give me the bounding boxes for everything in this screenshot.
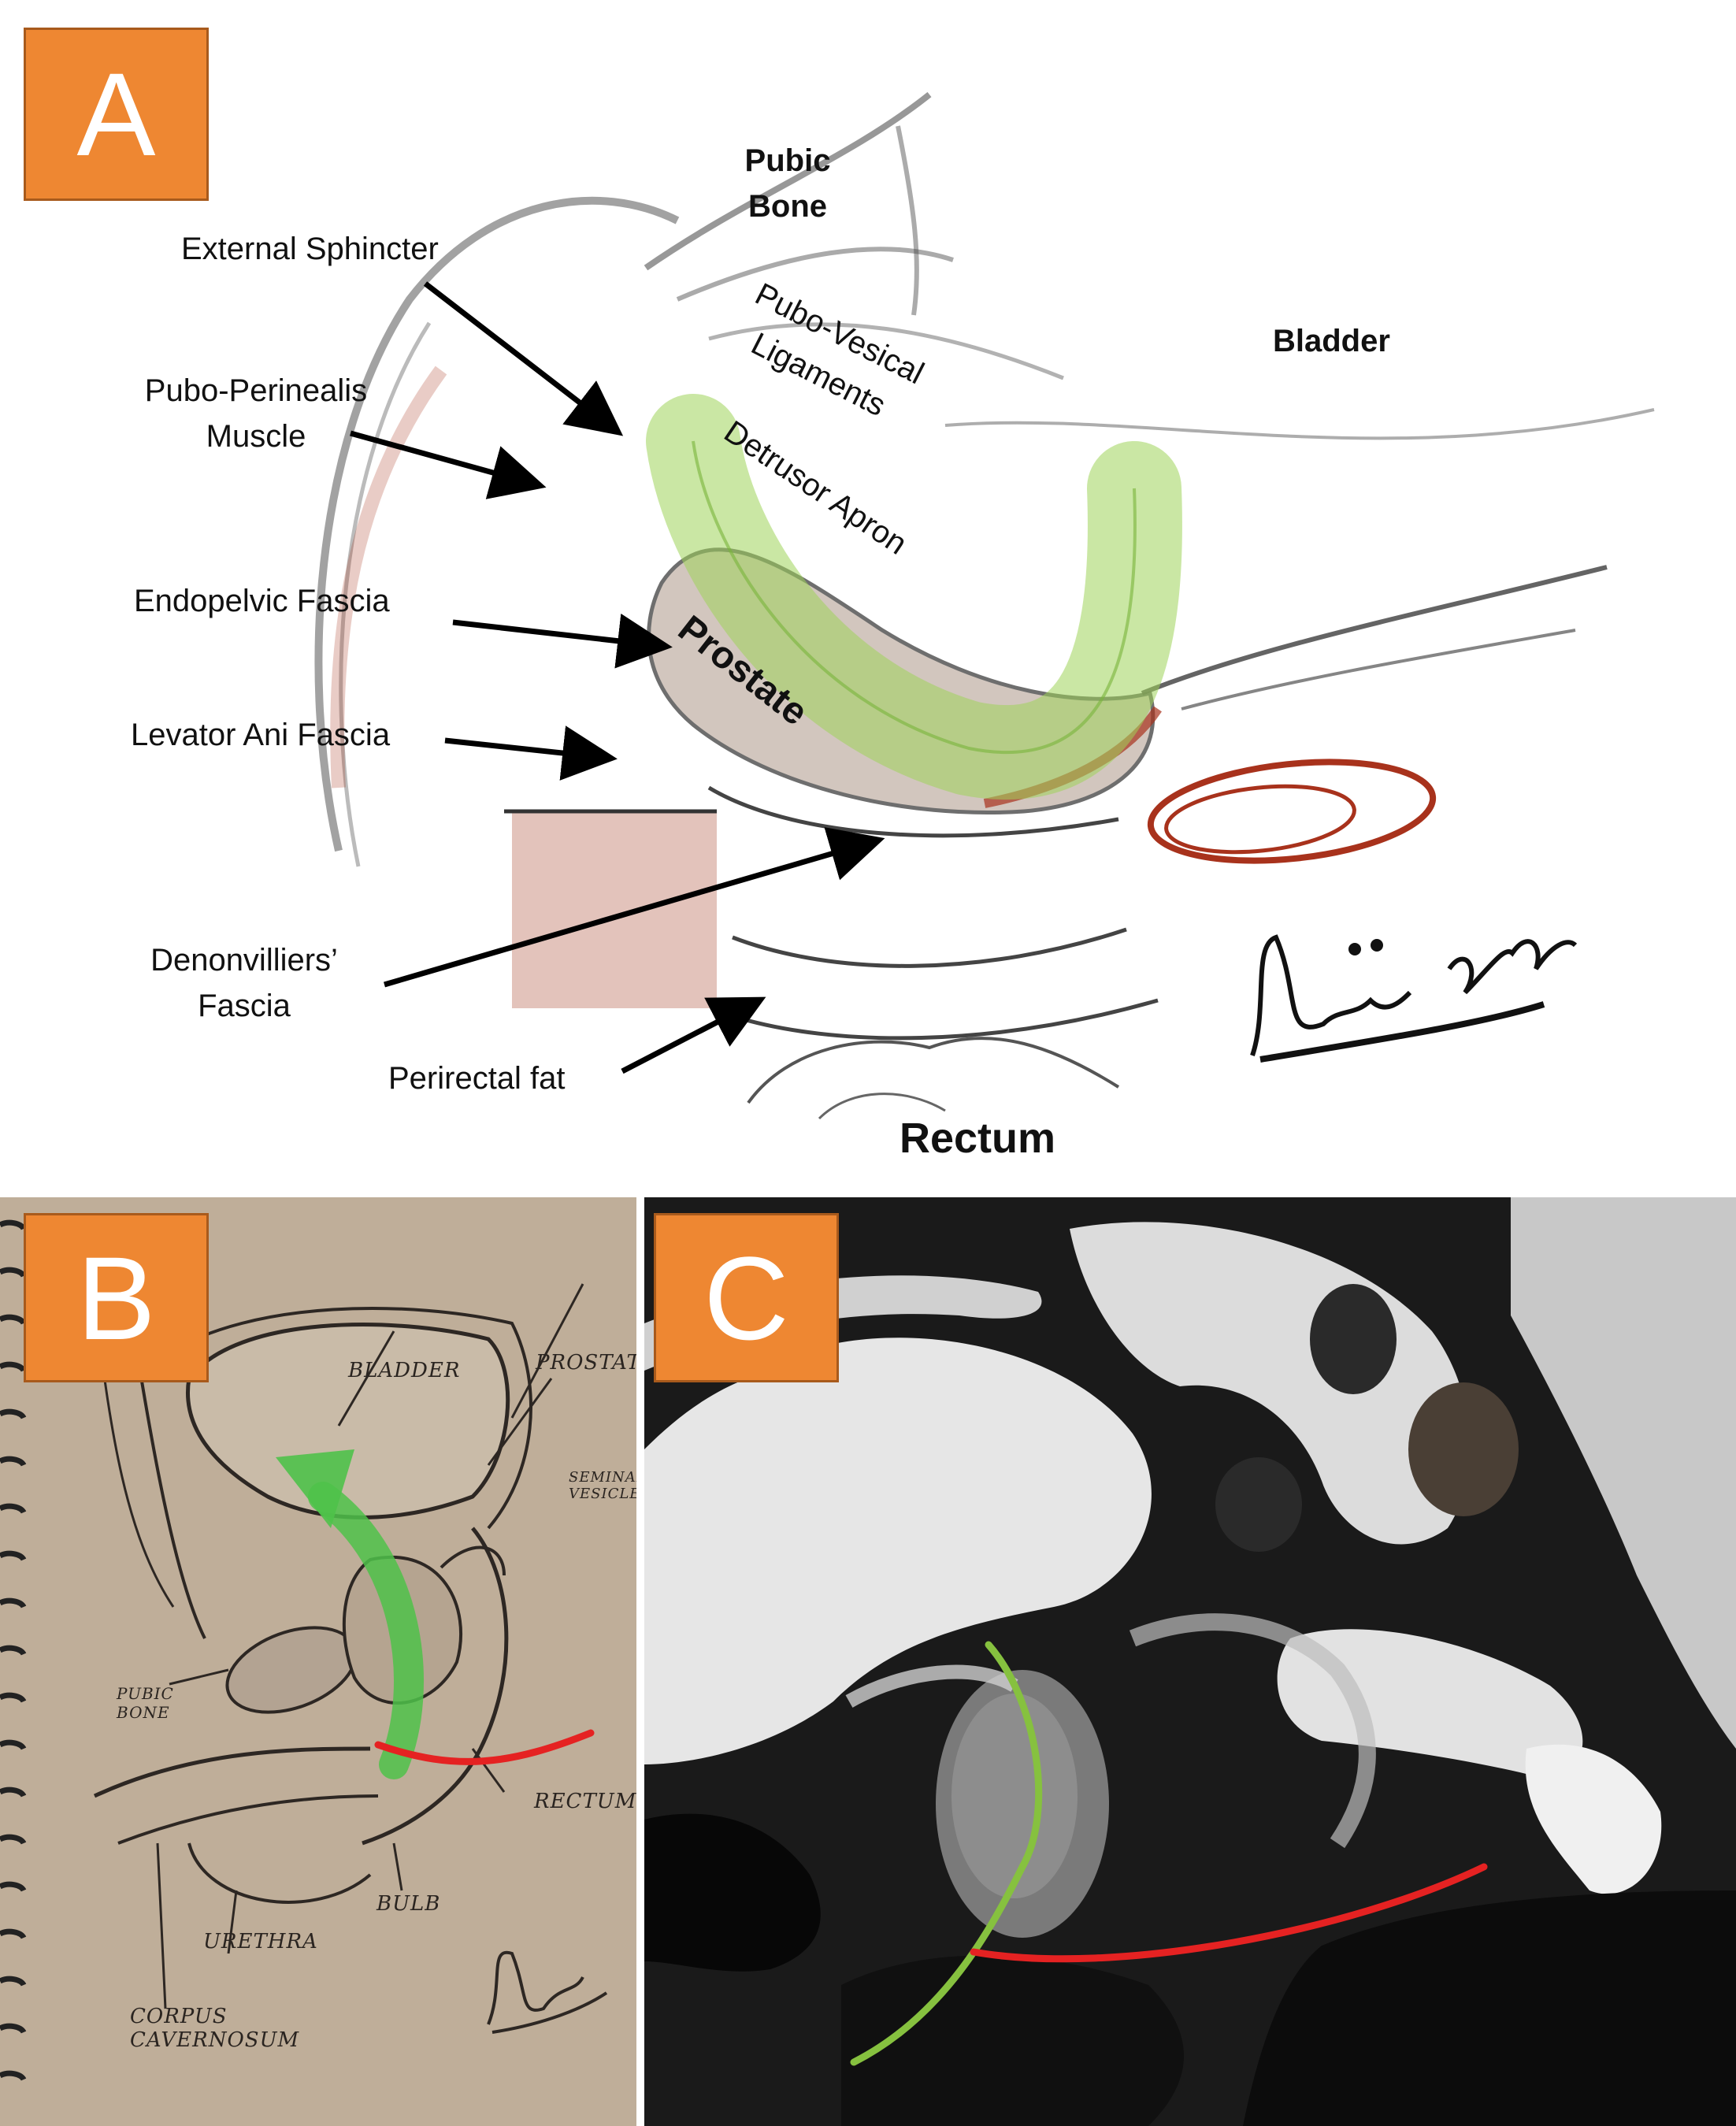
arrow-perirectal-fat [621,996,766,1074]
label-pubic-bone: Pubic Bone [725,138,851,229]
red-curve [970,1863,1488,1963]
panel-c: C [644,1197,1736,2126]
label-pubo-perinealis: Pubo-Perinealis Muscle [118,368,394,459]
label-denonvilliers-line1: Denonvilliers’ [150,943,338,978]
label-b-corpus-line1: CORPUS [130,2005,228,2028]
label-pubo-perinealis-line2: Muscle [206,419,306,454]
label-pubo-perinealis-line1: Pubo-Perinealis [144,373,368,408]
label-b-corpus-cavernosum: CORPUS CAVERNOSUM [130,2005,299,2052]
panel-badge-b: B [24,1213,209,1382]
label-denonvilliers-fascia: Denonvilliers’ Fascia [118,937,370,1029]
label-b-pubic-bone: PUBIC BONE [117,1684,174,1722]
panel-badge-c: C [654,1213,839,1382]
label-external-sphincter: External Sphincter [181,232,439,266]
arrow-denonvilliers [384,827,885,988]
green-curve [850,1641,1043,2066]
label-b-prostate: PROSTATE [536,1351,636,1375]
label-pubic-bone-line2: Bone [748,189,827,224]
label-rectum: Rectum [900,1115,1056,1162]
label-b-seminal-line2: VESICLE [569,1486,636,1502]
label-b-bladder: BLADDER [348,1359,461,1382]
label-b-rectum: RECTUM [534,1790,636,1813]
sketch-illustration-b [0,1219,608,2081]
arrow-endopelvic-fascia [452,613,673,669]
arrow-external-sphincter [423,281,624,436]
artist-signature-b [487,1950,608,2034]
panel-badge-a: A [24,28,209,201]
label-b-seminal-vesicle: SEMINAL VESICLE [569,1469,636,1502]
label-b-seminal-line1: SEMINAL [569,1469,636,1486]
label-b-corpus-line2: CAVERNOSUM [130,2028,300,2052]
panel-b: B BLADDER PROSTATE SEMINAL VESICLE PUBIC… [0,1197,636,2126]
label-b-urethra: URETHRA [203,1930,318,1953]
label-perirectal-fat: Perirectal fat [388,1061,566,1096]
label-denonvilliers-line2: Fascia [198,989,291,1023]
anatomy-illustration-a [314,91,1655,1120]
label-b-pubic-line1: PUBIC [117,1684,174,1703]
label-endopelvic-fascia: Endopelvic Fascia [134,584,390,618]
arrow-levator-ani-fascia [444,725,618,781]
label-pubic-bone-line1: Pubic [744,143,831,178]
label-levator-ani-fascia: Levator Ani Fascia [131,718,391,752]
label-b-bulb: BULB [377,1892,441,1916]
arrow-pubo-perinealis [350,430,547,499]
artist-signature-a [1250,934,1578,1063]
label-b-pubic-line2: BONE [117,1703,170,1722]
label-bladder: Bladder [1273,324,1390,358]
notebook-spiral [0,1219,27,2081]
panel-a: A Pubic Bone Bladder Pubo-Vesical Ligame… [24,28,1655,1162]
